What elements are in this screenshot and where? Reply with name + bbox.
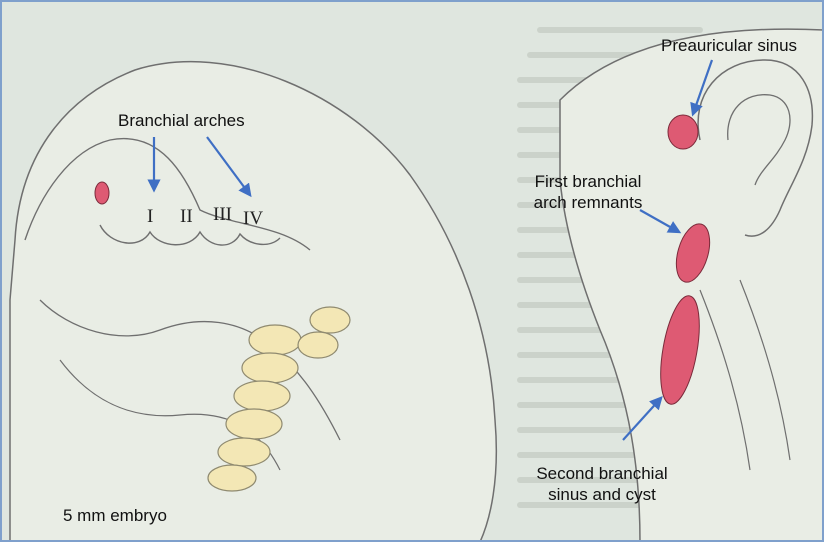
arch-label-2: II — [180, 206, 193, 228]
placode-dot — [95, 182, 109, 204]
embryo-caption: 5 mm embryo — [63, 505, 167, 526]
first-branchial-label: First branchial arch remnants — [523, 171, 653, 213]
second-branchial-label-line1: Second branchial — [522, 463, 682, 484]
second-branchial-label: Second branchial sinus and cyst — [522, 463, 682, 505]
arch-label-3: III — [213, 204, 232, 226]
second-branchial-label-line2: sinus and cyst — [522, 484, 682, 505]
preauricular-sinus-lesion — [668, 115, 698, 149]
preauricular-sinus-label: Preauricular sinus — [661, 35, 797, 56]
embryo-body — [10, 62, 496, 542]
first-branchial-label-line1: First branchial — [523, 171, 653, 192]
arch-label-4: IV — [243, 208, 263, 230]
arch-label-1: I — [147, 206, 153, 228]
branchial-arches-label: Branchial arches — [118, 110, 245, 131]
embryo-drawing — [10, 62, 496, 542]
first-branchial-label-line2: arch remnants — [523, 192, 653, 213]
